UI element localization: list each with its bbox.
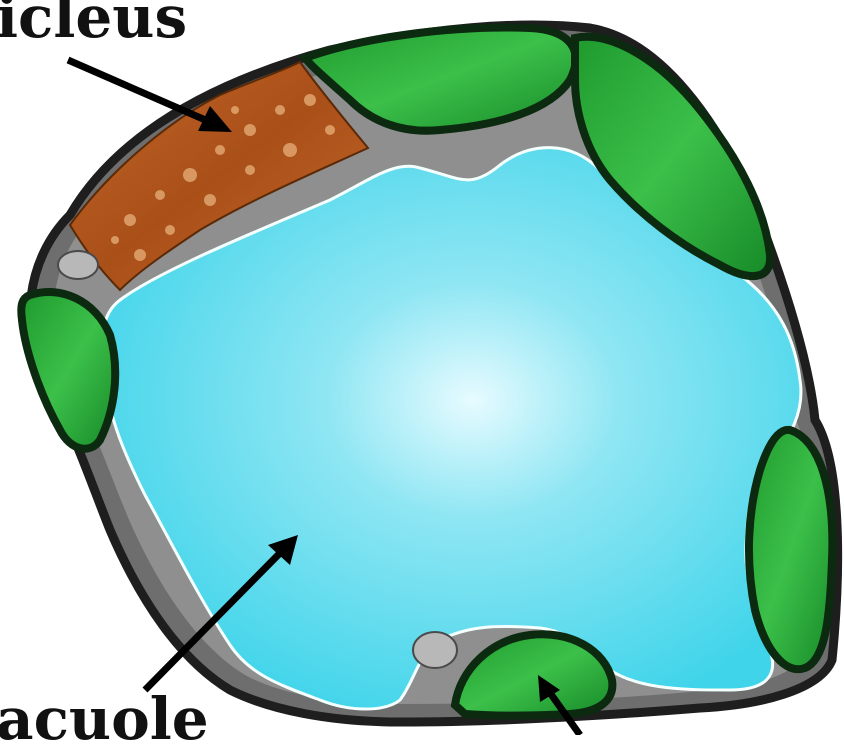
granule	[58, 251, 98, 279]
vacuole-label: acuole	[0, 690, 209, 748]
plant-cell-svg	[0, 0, 844, 735]
chloroplast	[21, 292, 115, 449]
plant-cell-diagram: icleus acuole	[0, 0, 844, 735]
chloroplast	[749, 430, 832, 669]
granule	[413, 632, 457, 668]
nucleus-label: icleus	[0, 0, 187, 46]
